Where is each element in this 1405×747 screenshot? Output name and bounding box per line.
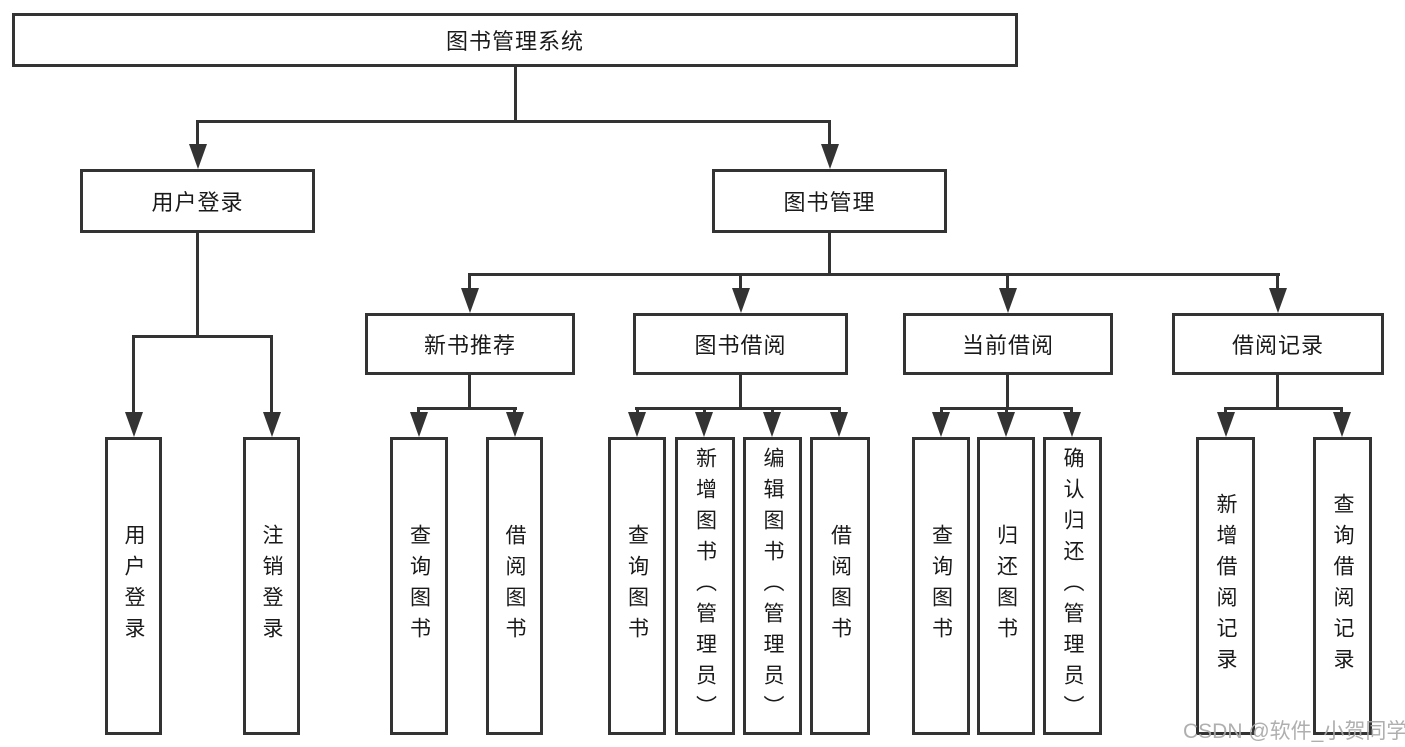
arrow-down-icon	[732, 288, 750, 313]
leaf-add-borrow-record: 新增借阅记录	[1196, 437, 1255, 735]
arrow-down-icon	[263, 412, 281, 437]
leaf-label: 用户登录	[122, 524, 145, 648]
leaf-return-books: 归还图书	[977, 437, 1035, 735]
arrow-down-icon	[999, 288, 1017, 313]
arrow-down-icon	[932, 412, 950, 437]
arrow-down-icon	[821, 144, 839, 169]
v-line	[417, 407, 420, 415]
v-line	[828, 233, 831, 276]
v-line	[1340, 407, 1343, 415]
v-line	[270, 335, 273, 413]
node-label: 新书推荐	[423, 333, 516, 358]
v-line	[1276, 375, 1279, 410]
arrow-down-icon	[125, 412, 143, 437]
leaf-query-borrow-record: 查询借阅记录	[1313, 437, 1372, 735]
leaf-user-login: 用户登录	[105, 437, 162, 735]
node-book-borrowing: 图书借阅	[633, 313, 848, 375]
leaf-query-books-current: 查询图书	[912, 437, 970, 735]
leaf-label: 新增图书（管理员）	[693, 446, 717, 726]
arrow-down-icon	[830, 412, 848, 437]
leaf-label: 新增借阅记录	[1214, 493, 1237, 679]
v-line	[132, 335, 135, 413]
leaf-query-books-borrowing: 查询图书	[608, 437, 666, 735]
arrow-down-icon	[1217, 412, 1235, 437]
arrow-down-icon	[1063, 412, 1081, 437]
node-book-management: 图书管理	[712, 169, 947, 233]
arrow-down-icon	[695, 412, 713, 437]
leaf-logout-login: 注销登录	[243, 437, 300, 735]
leaf-label: 查询图书	[407, 524, 431, 648]
leaf-add-book-admin: 新增图书（管理员）	[675, 437, 735, 735]
h-line	[132, 335, 273, 338]
leaf-label: 借阅图书	[503, 524, 526, 648]
leaf-label: 归还图书	[994, 524, 1018, 648]
leaf-edit-book-admin: 编辑图书（管理员）	[743, 437, 802, 735]
node-current-borrowing: 当前借阅	[903, 313, 1113, 375]
h-line	[635, 407, 840, 410]
arrow-down-icon	[1269, 288, 1287, 313]
leaf-label: 注销登录	[260, 524, 283, 648]
v-line	[513, 407, 516, 415]
v-line	[196, 233, 199, 338]
arrow-down-icon	[506, 412, 524, 437]
v-line	[838, 407, 841, 415]
leaf-confirm-return-admin: 确认归还（管理员）	[1043, 437, 1102, 735]
leaf-borrow-books-recommend: 借阅图书	[486, 437, 543, 735]
v-line	[739, 375, 742, 410]
leaf-label: 编辑图书（管理员）	[761, 446, 784, 726]
v-line	[514, 67, 517, 123]
leaf-label: 借阅图书	[828, 524, 852, 648]
arrow-down-icon	[189, 144, 207, 169]
v-line	[703, 407, 706, 415]
v-line	[1070, 407, 1073, 415]
node-user-login: 用户登录	[80, 169, 315, 233]
arrow-down-icon	[997, 412, 1015, 437]
leaf-label: 查询图书	[625, 524, 649, 648]
node-label: 图书管理系统	[445, 29, 584, 54]
h-line	[468, 273, 1280, 276]
node-label: 用户登录	[151, 190, 244, 215]
leaf-label: 查询图书	[929, 524, 953, 648]
v-line	[636, 407, 639, 415]
csdn-watermark: CSDN @软件_小贺同学	[1183, 720, 1405, 743]
v-line	[1005, 407, 1008, 415]
arrow-down-icon	[410, 412, 428, 437]
node-label: 当前借阅	[961, 333, 1054, 358]
v-line	[739, 273, 742, 291]
node-new-book-recommend: 新书推荐	[365, 313, 575, 375]
node-label: 图书借阅	[694, 333, 787, 358]
node-label: 借阅记录	[1231, 333, 1324, 358]
v-line	[468, 375, 471, 410]
v-line	[1224, 407, 1227, 415]
node-borrowing-records: 借阅记录	[1172, 313, 1384, 375]
node-label: 图书管理	[783, 190, 876, 215]
h-line	[196, 120, 831, 123]
h-line	[417, 407, 517, 410]
leaf-label: 确认归还（管理员）	[1061, 446, 1084, 726]
arrow-down-icon	[1333, 412, 1351, 437]
leaf-query-books-recommend: 查询图书	[390, 437, 448, 735]
v-line	[828, 120, 831, 148]
v-line	[196, 120, 199, 148]
leaf-borrow-books-borrowing: 借阅图书	[810, 437, 870, 735]
arrow-down-icon	[461, 288, 479, 313]
arrow-down-icon	[628, 412, 646, 437]
leaf-label: 查询借阅记录	[1331, 493, 1354, 679]
arrow-down-icon	[763, 412, 781, 437]
h-line	[1224, 407, 1343, 410]
v-line	[1276, 273, 1279, 291]
v-line	[940, 407, 943, 415]
v-line	[468, 273, 471, 291]
v-line	[1006, 375, 1009, 410]
v-line	[771, 407, 774, 415]
v-line	[1006, 273, 1009, 291]
node-library-management-system: 图书管理系统	[12, 13, 1018, 67]
